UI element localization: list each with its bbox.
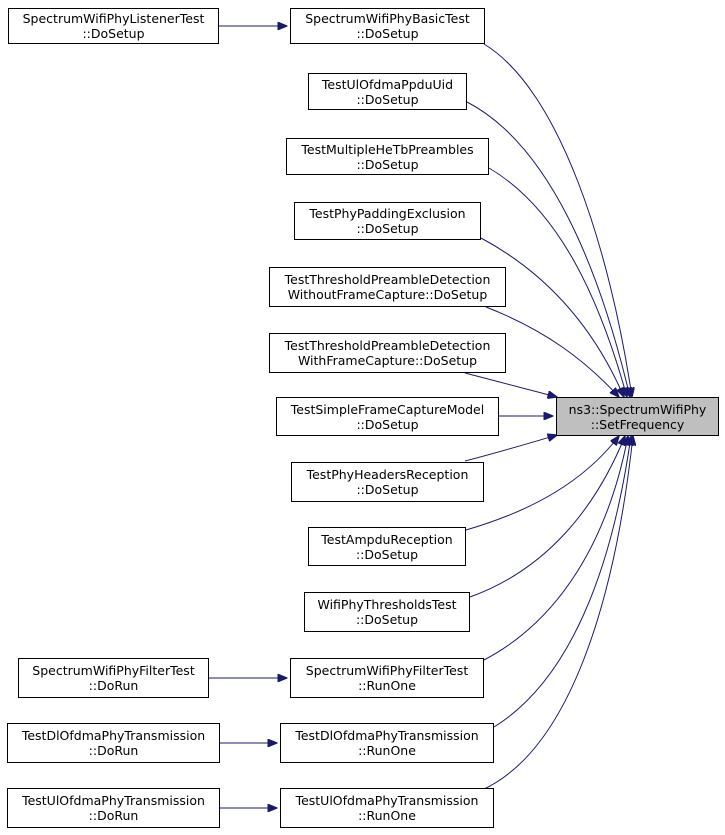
node-line-1: WifiPhyThresholdsTest — [317, 597, 457, 612]
node-test-multiple-he-tb-preambles-dosetup[interactable]: TestMultipleHeTbPreambles ::DoSetup — [286, 138, 489, 175]
node-test-phy-headers-reception-dosetup[interactable]: TestPhyHeadersReception ::DoSetup — [291, 462, 484, 502]
node-line-1: TestPhyPaddingExclusion — [309, 206, 466, 221]
node-line-2: ::DoRun — [88, 743, 139, 758]
edge-wifi-phy-thresholds-to-set-frequency — [469, 436, 625, 598]
node-line-1: TestUlOfdmaPhyTransmission — [22, 793, 205, 808]
node-test-threshold-preamble-detection-with-fc-dosetup[interactable]: TestThresholdPreambleDetection WithFrame… — [269, 333, 506, 373]
node-line-1: TestUlOfdmaPhyTransmission — [295, 793, 479, 808]
node-line-2: ::SetFrequency — [590, 416, 685, 432]
edge-preamble-detection-without-fc-to-set-frequency — [485, 306, 619, 397]
node-test-dl-ofdma-phy-transmission-dorun[interactable]: TestDlOfdmaPhyTransmission ::DoRun — [7, 723, 220, 763]
node-test-threshold-preamble-detection-without-fc-dosetup[interactable]: TestThresholdPreambleDetection WithoutFr… — [269, 267, 506, 307]
node-line-2: ::RunOne — [358, 808, 416, 823]
node-line-1: TestMultipleHeTbPreambles — [301, 141, 474, 157]
node-line-2: ::DoSetup — [355, 546, 419, 562]
edge-ampdu-reception-to-set-frequency — [465, 436, 619, 531]
node-line-1: SpectrumWifiPhyFilterTest — [32, 663, 195, 678]
node-ns3-spectrum-wifi-phy-set-frequency: ns3::SpectrumWifiPhy ::SetFrequency — [556, 397, 719, 436]
node-line-1: TestThresholdPreambleDetection — [284, 338, 491, 353]
node-spectrum-wifi-phy-filter-test-runone[interactable]: SpectrumWifiPhyFilterTest ::RunOne — [290, 658, 484, 698]
node-line-2: ::DoRun — [88, 678, 139, 693]
node-line-1: TestThresholdPreambleDetection — [284, 272, 491, 287]
edge-preamble-detection-with-fc-to-set-frequency — [464, 372, 557, 397]
node-spectrum-wifi-phy-listener-test-dosetup[interactable]: SpectrumWifiPhyListenerTest ::DoSetup — [8, 8, 219, 44]
node-line-1: ns3::SpectrumWifiPhy — [568, 401, 707, 417]
edge-phy-padding-exclusion-to-set-frequency — [480, 237, 624, 397]
edge-ul-ofdma-ppdu-uid-to-set-frequency — [466, 101, 630, 397]
node-line-2: ::DoSetup — [356, 26, 419, 41]
node-line-2: ::RunOne — [358, 743, 416, 758]
edge-phy-headers-reception-to-set-frequency — [464, 435, 557, 462]
node-line-1: TestPhyHeadersReception — [306, 467, 469, 482]
node-test-dl-ofdma-phy-transmission-runone[interactable]: TestDlOfdmaPhyTransmission ::RunOne — [280, 723, 494, 763]
edge-multiple-he-tb-preambles-to-set-frequency — [488, 167, 627, 397]
edge-filter-test-runone-to-set-frequency — [483, 436, 628, 661]
node-line-1: SpectrumWifiPhyFilterTest — [305, 663, 469, 678]
edge-basic-test-to-set-frequency — [483, 43, 632, 397]
node-wifi-phy-thresholds-test-dosetup[interactable]: WifiPhyThresholdsTest ::DoSetup — [304, 592, 470, 632]
node-line-2: ::DoSetup — [356, 91, 419, 107]
node-test-ampdu-reception-dosetup[interactable]: TestAmpduReception ::DoSetup — [308, 527, 466, 566]
node-line-1: TestAmpduReception — [321, 531, 453, 547]
node-line-2: ::DoSetup — [356, 156, 419, 172]
node-line-2: ::RunOne — [358, 678, 416, 693]
node-line-1: SpectrumWifiPhyListenerTest — [22, 11, 205, 26]
node-line-1: TestSimpleFrameCaptureModel — [290, 401, 485, 417]
node-spectrum-wifi-phy-basic-test-dosetup[interactable]: SpectrumWifiPhyBasicTest ::DoSetup — [290, 8, 485, 44]
edge-ul-ofdma-runone-to-set-frequency — [481, 436, 633, 791]
edge-dl-ofdma-runone-to-set-frequency — [493, 436, 631, 728]
node-test-ul-ofdma-phy-transmission-runone[interactable]: TestUlOfdmaPhyTransmission ::RunOne — [280, 788, 494, 828]
node-test-simple-frame-capture-model-dosetup[interactable]: TestSimpleFrameCaptureModel ::DoSetup — [276, 397, 499, 436]
node-line-2: WithFrameCapture::DoSetup — [297, 353, 478, 368]
node-test-phy-padding-exclusion-dosetup[interactable]: TestPhyPaddingExclusion ::DoSetup — [294, 202, 481, 240]
node-line-1: TestUlOfdmaPpduUid — [321, 76, 454, 92]
node-line-2: ::DoSetup — [356, 416, 419, 432]
node-test-ul-ofdma-phy-transmission-dorun[interactable]: TestUlOfdmaPhyTransmission ::DoRun — [7, 788, 220, 828]
node-line-1: TestDlOfdmaPhyTransmission — [21, 728, 206, 743]
node-line-1: TestDlOfdmaPhyTransmission — [295, 728, 479, 743]
node-line-2: ::DoSetup — [355, 612, 419, 627]
node-spectrum-wifi-phy-filter-test-dorun[interactable]: SpectrumWifiPhyFilterTest ::DoRun — [18, 658, 209, 698]
node-line-2: ::DoSetup — [356, 221, 419, 236]
node-line-2: ::DoSetup — [82, 26, 145, 41]
node-line-2: ::DoRun — [88, 808, 139, 823]
node-test-ul-ofdma-ppdu-uid-dosetup[interactable]: TestUlOfdmaPpduUid ::DoSetup — [308, 73, 467, 110]
node-line-2: ::DoSetup — [356, 482, 419, 497]
node-line-1: SpectrumWifiPhyBasicTest — [305, 11, 470, 26]
node-line-2: WithoutFrameCapture::DoSetup — [287, 287, 488, 302]
